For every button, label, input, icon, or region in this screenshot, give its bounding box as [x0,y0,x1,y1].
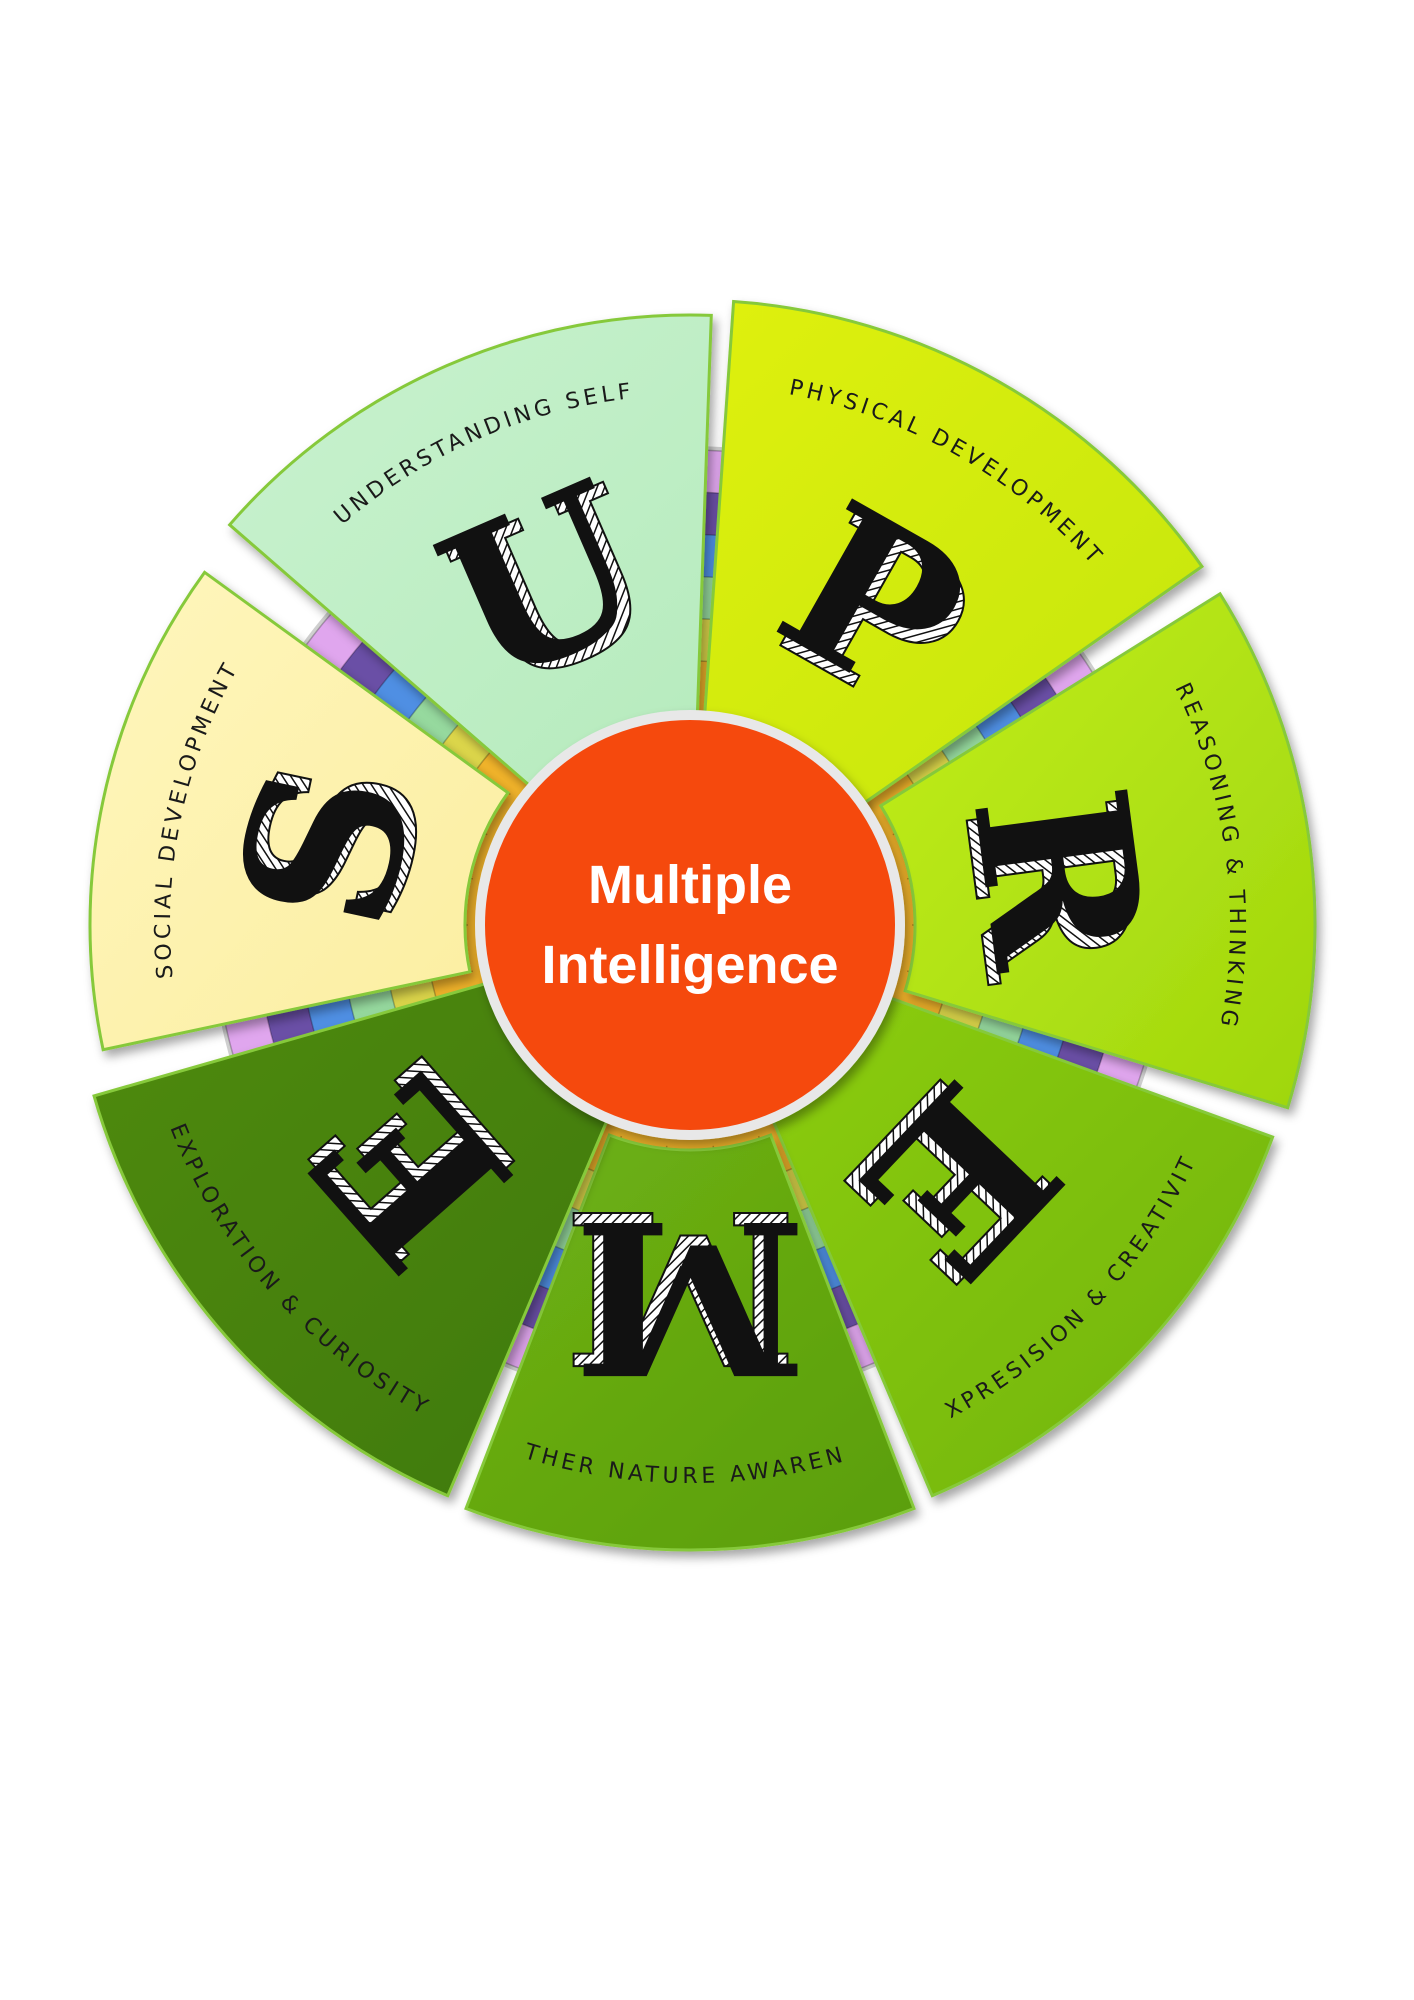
segment-letter: R [924,774,1192,981]
segment-letter: M [574,1173,806,1420]
hub-title-line2: Intelligence [541,935,838,995]
hub: Multiple Intelligence [475,710,905,1140]
segment-panel [878,591,1317,1110]
segment-letter-shadow: M [564,1163,796,1410]
segment-panel [464,1133,916,1552]
hub-circle [475,710,905,1140]
segment-letter-group: MM [563,1162,806,1420]
segment-letter-group: RR [915,774,1192,993]
hub-title-line1: Multiple [588,855,792,915]
segment-panel [88,570,511,1052]
segment-letter-shadow: R [916,785,1184,992]
